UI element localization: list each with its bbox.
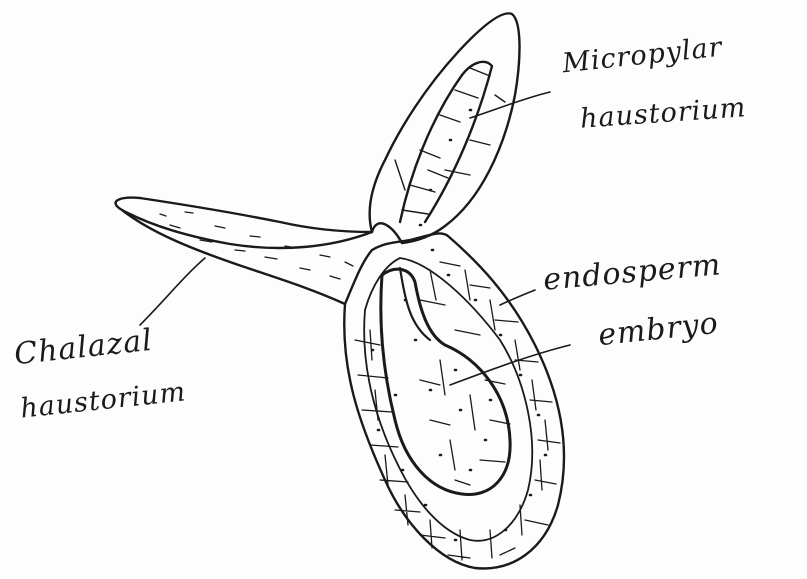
micropylar-haustorium-outline — [370, 13, 520, 243]
endosperm-cell-walls — [355, 262, 560, 560]
endosperm-body-outline — [344, 233, 564, 568]
embryo-leader-line — [450, 345, 570, 385]
chalazal-leader-line — [140, 258, 205, 325]
chalazal-haustorium-outline — [116, 198, 372, 248]
cell-nuclei — [372, 110, 546, 540]
